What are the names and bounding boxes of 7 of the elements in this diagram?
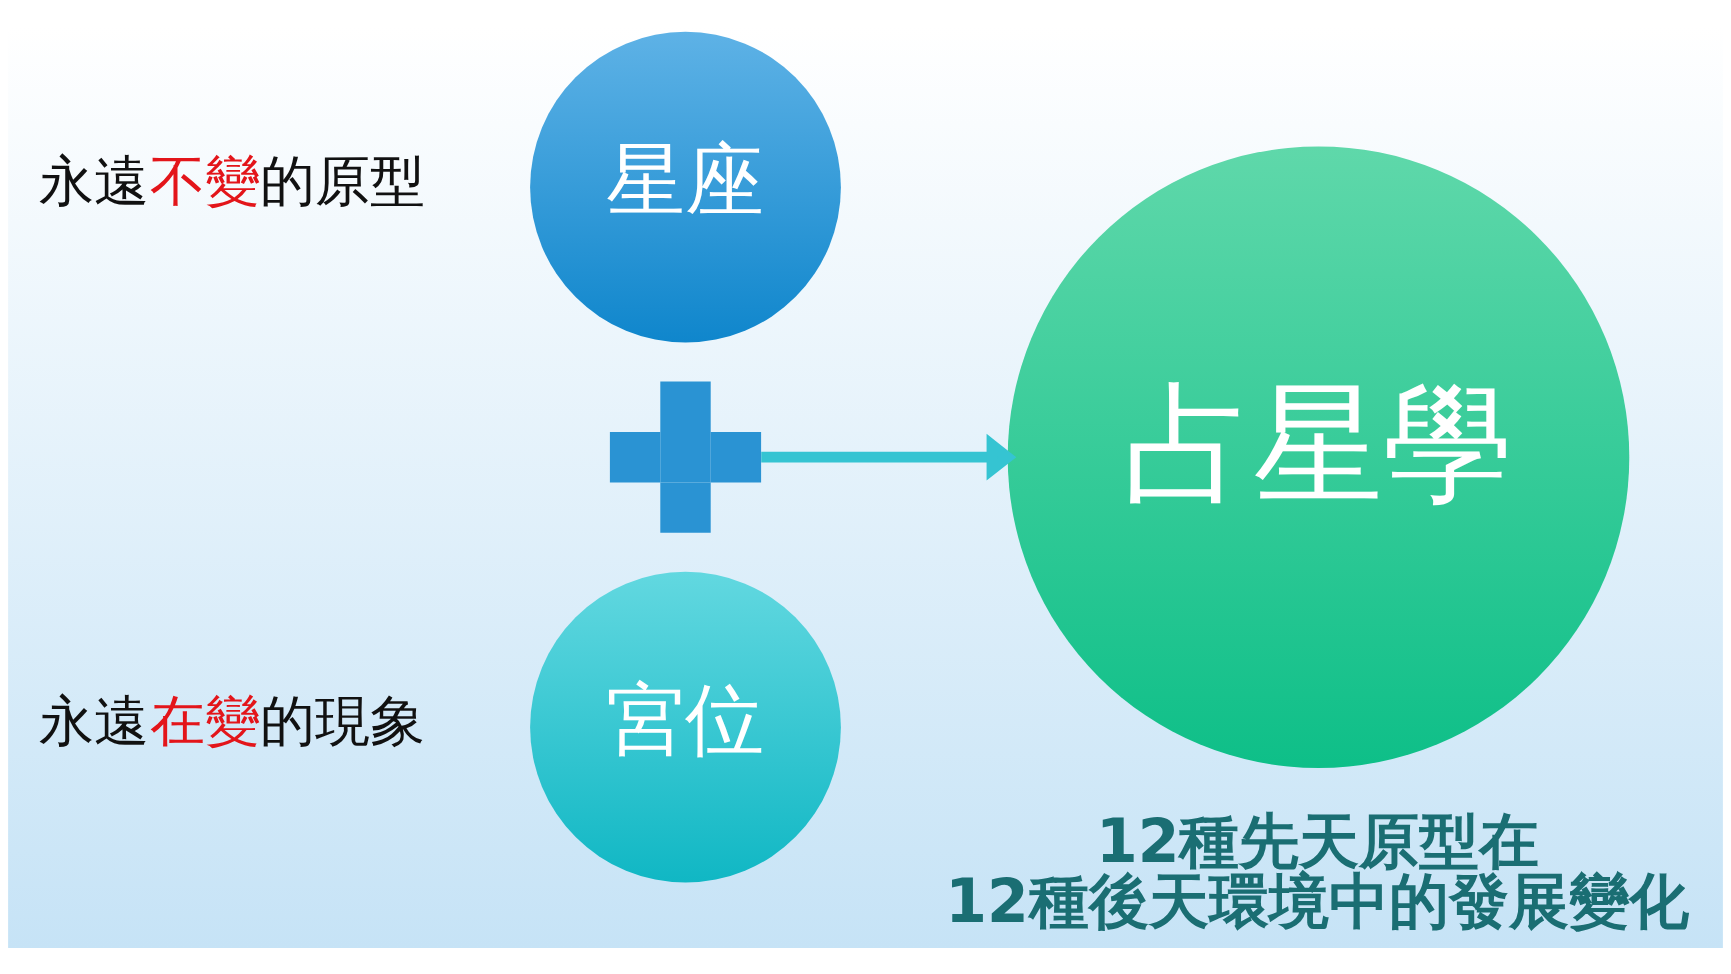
node-circle: 星座: [530, 31, 841, 343]
node-circle: 占星學: [1007, 145, 1630, 768]
node-label: 永遠在變的現象: [39, 688, 426, 753]
node-label: 永遠不變的原型: [39, 148, 426, 213]
arrow: [761, 433, 1017, 481]
node-label: 12種先天原型在12種後天環境中的發展變化: [945, 805, 1689, 936]
node-circle: 宮位: [530, 571, 841, 883]
